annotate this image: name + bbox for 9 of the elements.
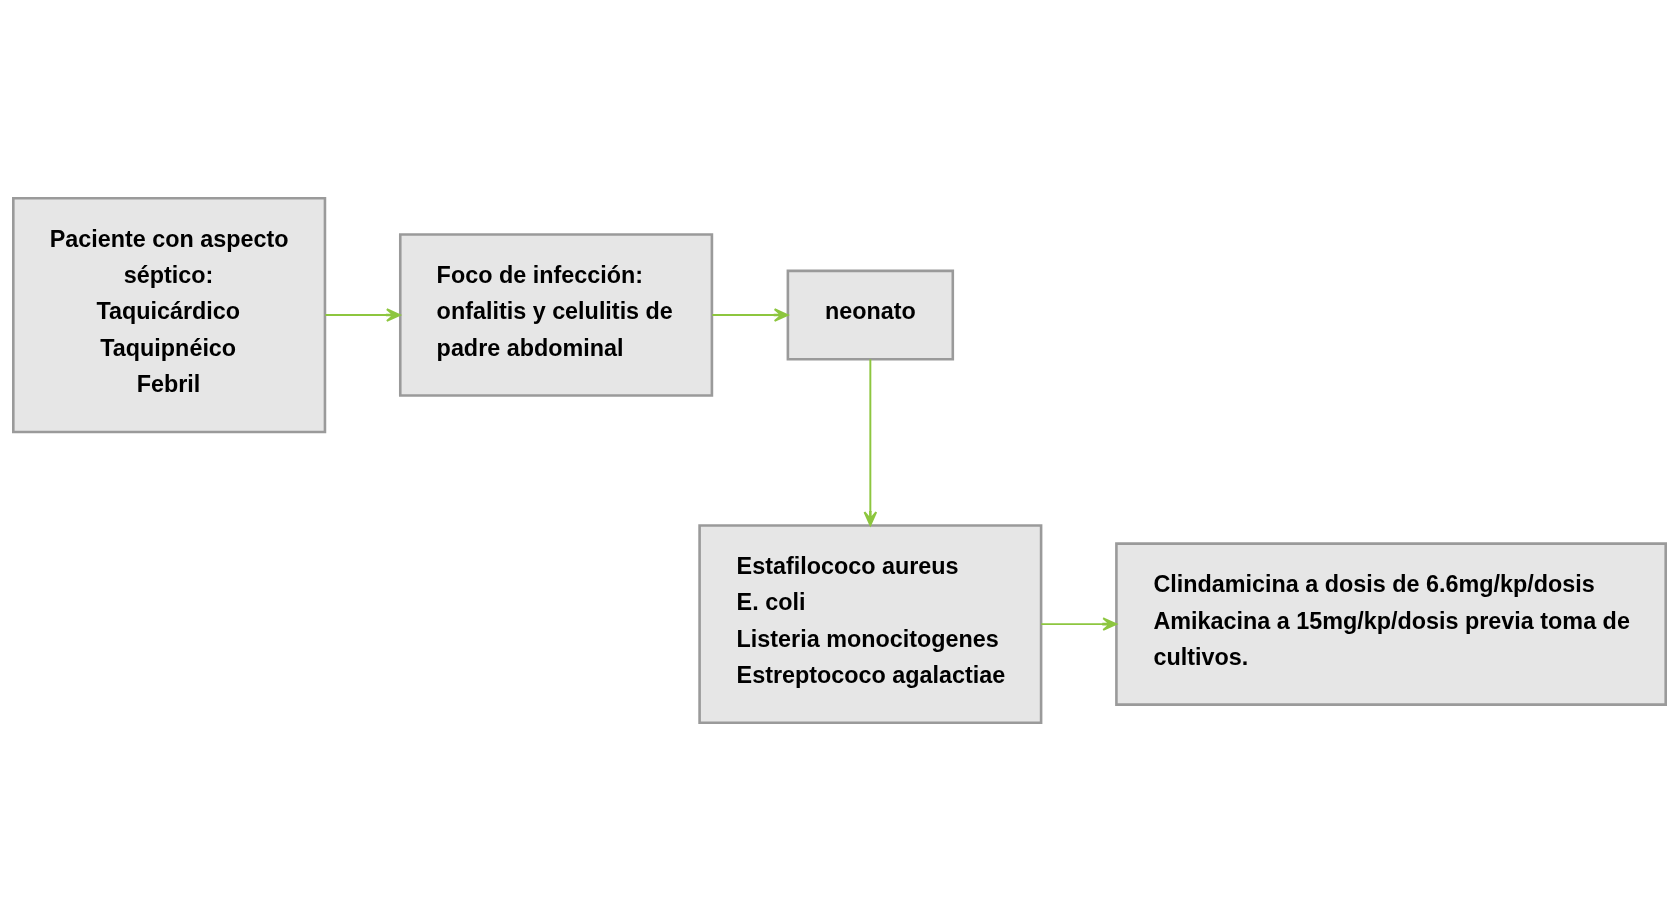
node-box: neonato (786, 269, 955, 361)
node-box: Estafilococo aureus E. coli Listeria monocitogenes Estreptococo agalactiae (698, 524, 1043, 725)
arrow (863, 358, 878, 527)
arrow (1040, 617, 1118, 631)
arrow (711, 308, 789, 322)
node-box: Foco de infección: onfalitis y celulitis de padre abdominal (398, 233, 714, 397)
node-box: Paciente con aspecto séptico: Taquicárdico Taquipnéico Febril (12, 196, 327, 434)
arrow (324, 308, 401, 322)
node-box: Clindamicina a dosis de 6.6mg/kp/dosis Amikacina a 15mg/kp/dosis previa toma de cultivos. (1115, 542, 1667, 706)
